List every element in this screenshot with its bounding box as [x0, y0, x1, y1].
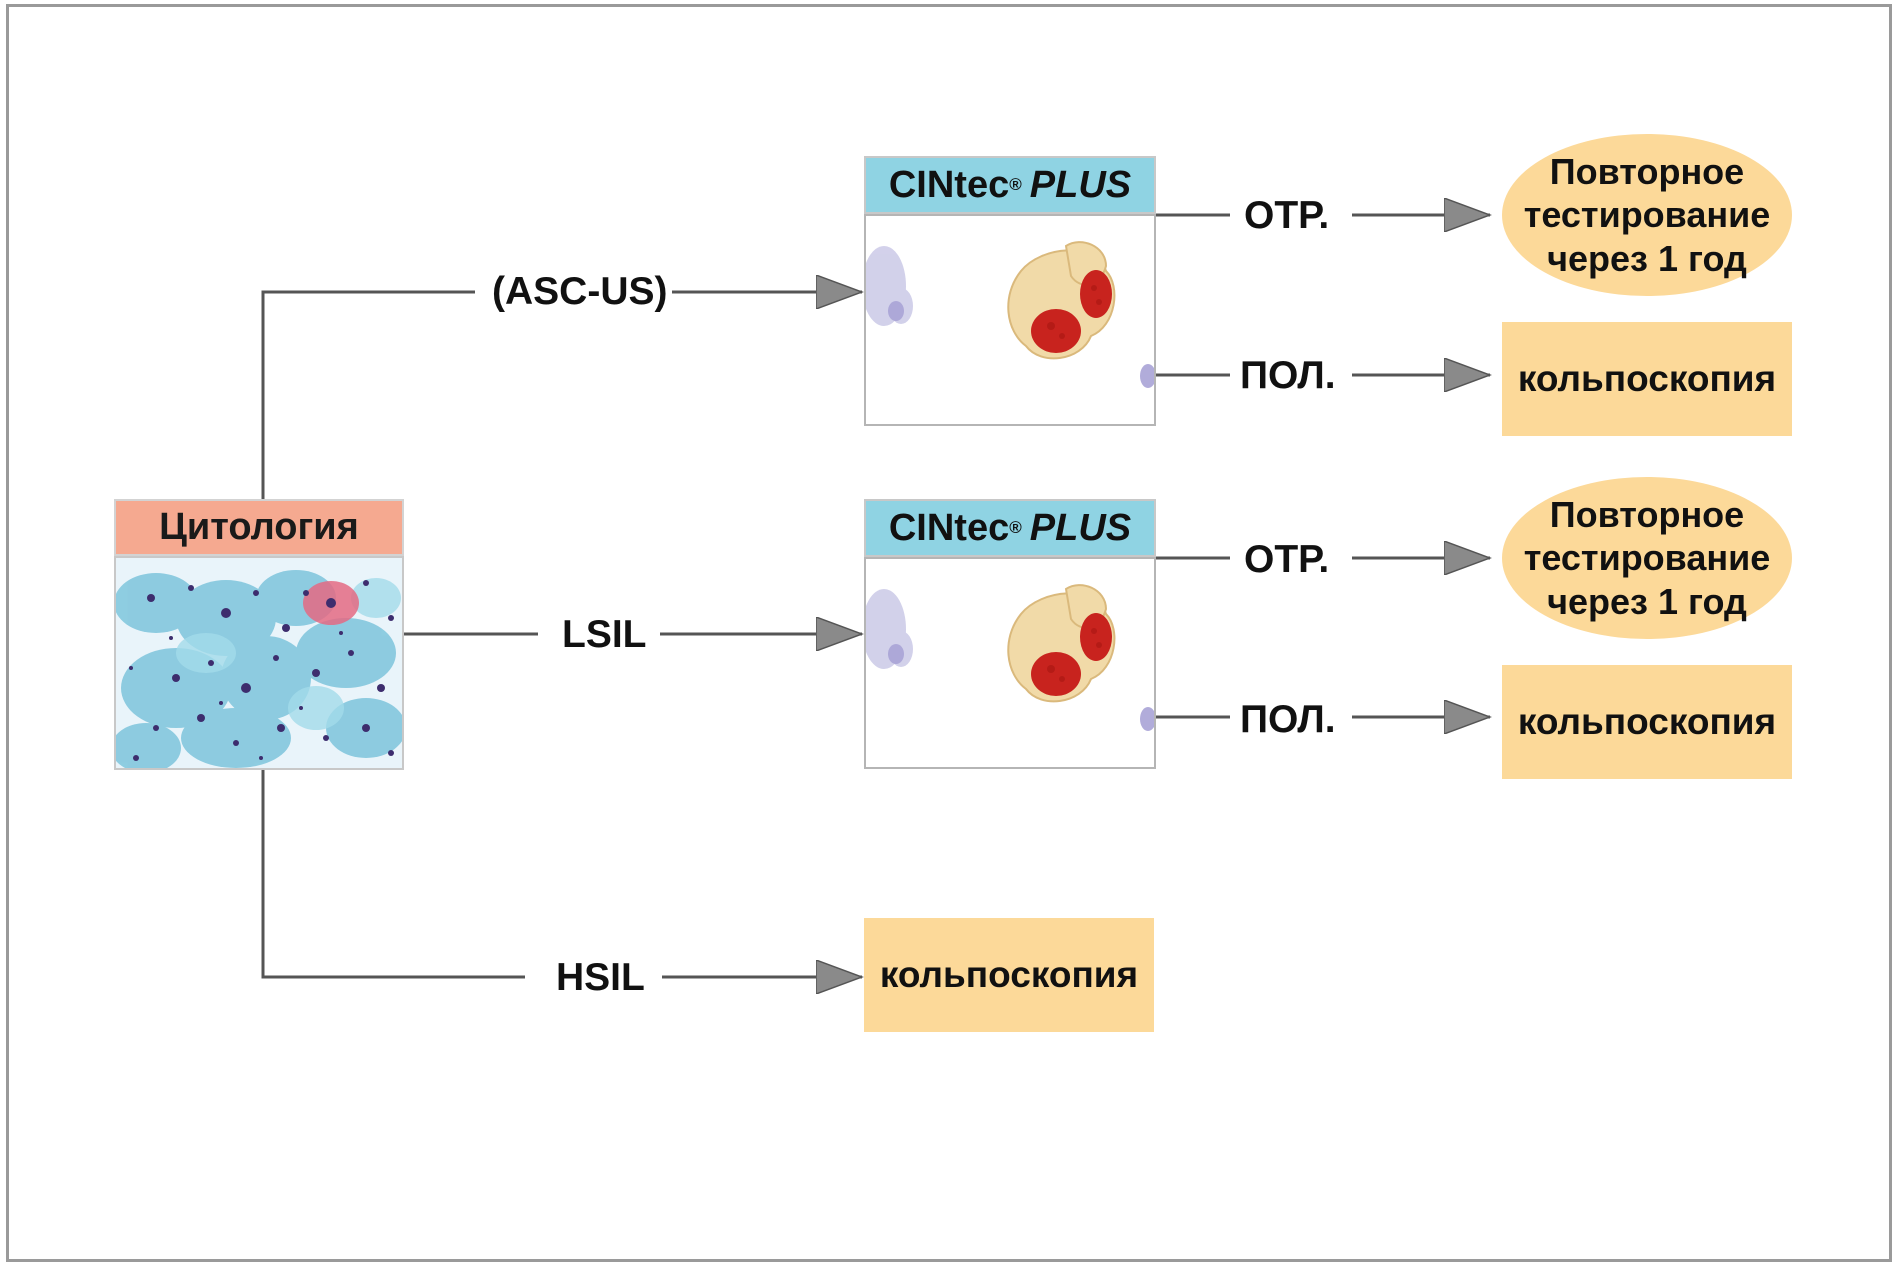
retest-line-3: через 1 год: [1547, 580, 1747, 622]
colposcopy-box-top: кольпоскопия: [1502, 322, 1792, 436]
cintec-test-header-top: CINtec® PLUS: [864, 156, 1156, 214]
retest-line-2: тестирование: [1523, 537, 1771, 579]
cintec-suffix: PLUS: [1029, 506, 1132, 549]
branch-label-asc-us: (ASC-US): [488, 272, 672, 311]
cintec-name: CINtec: [888, 506, 1010, 549]
cintec-name: CINtec: [888, 163, 1010, 206]
outcome-label-negative-bottom: ОТР.: [1240, 540, 1334, 579]
retest-line-2: тестирование: [1523, 194, 1771, 236]
cintec-stain-image-top: [864, 214, 1156, 426]
retest-ellipse-top: Повторное тестирование через 1 год: [1502, 134, 1792, 296]
outcome-label-negative-top: ОТР.: [1240, 196, 1334, 235]
cintec-test-header-bottom: CINtec® PLUS: [864, 499, 1156, 557]
connector-asc-us-trunk: [261, 290, 475, 499]
connector-hsil-trunk: [261, 770, 525, 979]
retest-ellipse-bottom: Повторное тестирование через 1 год: [1502, 477, 1792, 639]
cintec-registered-mark: ®: [1009, 518, 1022, 537]
branch-label-hsil: HSIL: [552, 958, 649, 997]
retest-line-3: через 1 год: [1547, 237, 1747, 279]
cytology-title: Цитология: [114, 499, 404, 556]
cytology-smear-image: [114, 556, 404, 770]
retest-line-1: Повторное: [1549, 151, 1745, 193]
cintec-suffix: PLUS: [1029, 163, 1132, 206]
colposcopy-box-hsil: кольпоскопия: [864, 918, 1154, 1032]
outcome-label-positive-bottom: ПОЛ.: [1236, 700, 1340, 739]
retest-line-1: Повторное: [1549, 494, 1745, 536]
colposcopy-box-bottom: кольпоскопия: [1502, 665, 1792, 779]
cintec-registered-mark: ®: [1009, 175, 1022, 194]
cintec-stain-image-bottom: [864, 557, 1156, 769]
branch-label-lsil: LSIL: [558, 615, 651, 654]
outcome-label-positive-top: ПОЛ.: [1236, 356, 1340, 395]
